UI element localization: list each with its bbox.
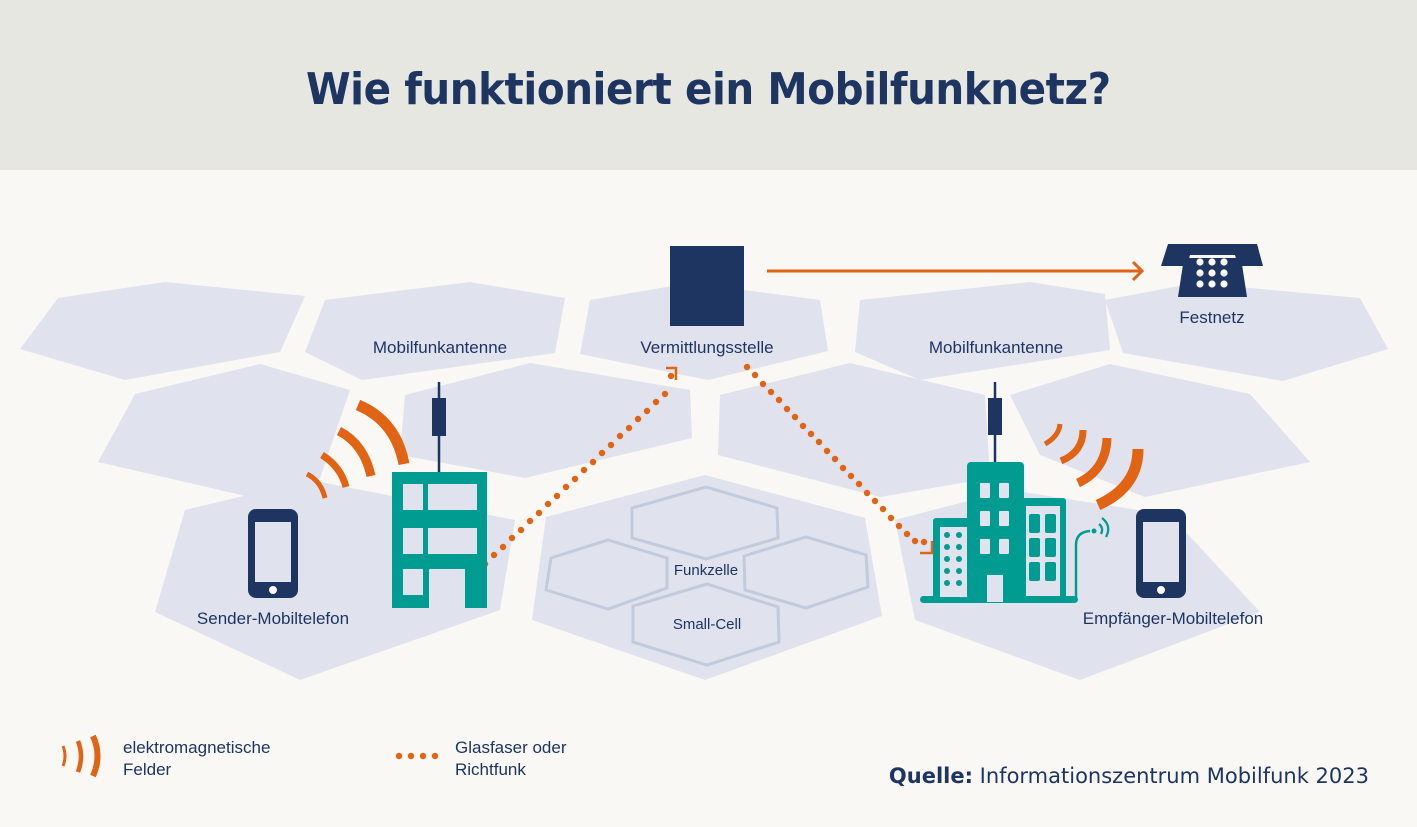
network-diagram: Mobilfunkantenne Vermittlungsstelle Mobi… xyxy=(0,170,1417,827)
legend-em-waves-icon xyxy=(61,734,101,778)
cell-hexagon xyxy=(400,363,692,478)
legend-dotted-line-icon xyxy=(395,752,439,760)
antenna-city-buildings-icon xyxy=(920,382,1110,603)
label-antenna-left: Mobilfunkantenne xyxy=(372,338,508,357)
page-title: Wie funktioniert ein Mobilfunknetz? xyxy=(306,63,1111,115)
antenna-building-icon xyxy=(392,382,487,608)
cell-hexagon xyxy=(1105,283,1388,381)
small-cell-hexagon xyxy=(544,538,669,611)
legend-text-em-fields: elektromagnetische Felder xyxy=(123,738,271,779)
small-cell-hexagon xyxy=(631,582,781,667)
label-radio-cell: Funkzelle xyxy=(673,562,739,579)
source-value: Informationszentrum Mobilfunk 2023 xyxy=(973,764,1369,788)
smartphone-icon-sender xyxy=(248,509,298,598)
landline-arrow xyxy=(767,260,1145,282)
cell-grid xyxy=(20,282,1388,680)
cell-hexagon xyxy=(305,282,565,380)
cell-hexagon xyxy=(20,282,305,380)
label-switching-center: Vermittlungsstelle xyxy=(640,338,774,357)
label-sender-phone: Sender-Mobiltelefon xyxy=(196,609,350,628)
label-receiver-phone: Empfänger-Mobiltelefon xyxy=(1082,609,1264,628)
label-antenna-right: Mobilfunkantenne xyxy=(928,338,1064,357)
em-waves-sender-icon xyxy=(305,399,410,499)
cell-hexagon xyxy=(580,283,828,380)
small-cell-hexagon xyxy=(742,535,870,610)
legend-item-fiber: Glasfaser oder Richtfunk xyxy=(455,737,567,781)
cell-hexagon xyxy=(1010,364,1310,497)
switching-center-square-icon xyxy=(670,246,744,326)
dotted-connection-right xyxy=(743,363,934,555)
cell-hexagon xyxy=(98,364,350,497)
cell-hexagon xyxy=(532,475,882,680)
source-key: Quelle: xyxy=(888,764,973,788)
legend-text-fiber: Glasfaser oder Richtfunk xyxy=(455,738,567,779)
label-small-cell: Small-Cell xyxy=(672,616,742,633)
em-waves-receiver-icon xyxy=(1043,423,1144,511)
header-banner: Wie funktioniert ein Mobilfunknetz? xyxy=(0,0,1417,170)
cell-hexagon xyxy=(855,282,1110,380)
source-credit: Quelle: Informationszentrum Mobilfunk 20… xyxy=(889,764,1369,788)
smartphone-icon-receiver xyxy=(1136,509,1186,598)
small-cell-hexagon xyxy=(630,485,780,561)
legend-item-em-fields: elektromagnetische Felder xyxy=(123,737,270,781)
small-cell-outlines xyxy=(544,485,870,667)
telephone-icon xyxy=(1161,244,1263,297)
cell-hexagon xyxy=(718,363,990,497)
label-landline: Festnetz xyxy=(1179,308,1245,327)
